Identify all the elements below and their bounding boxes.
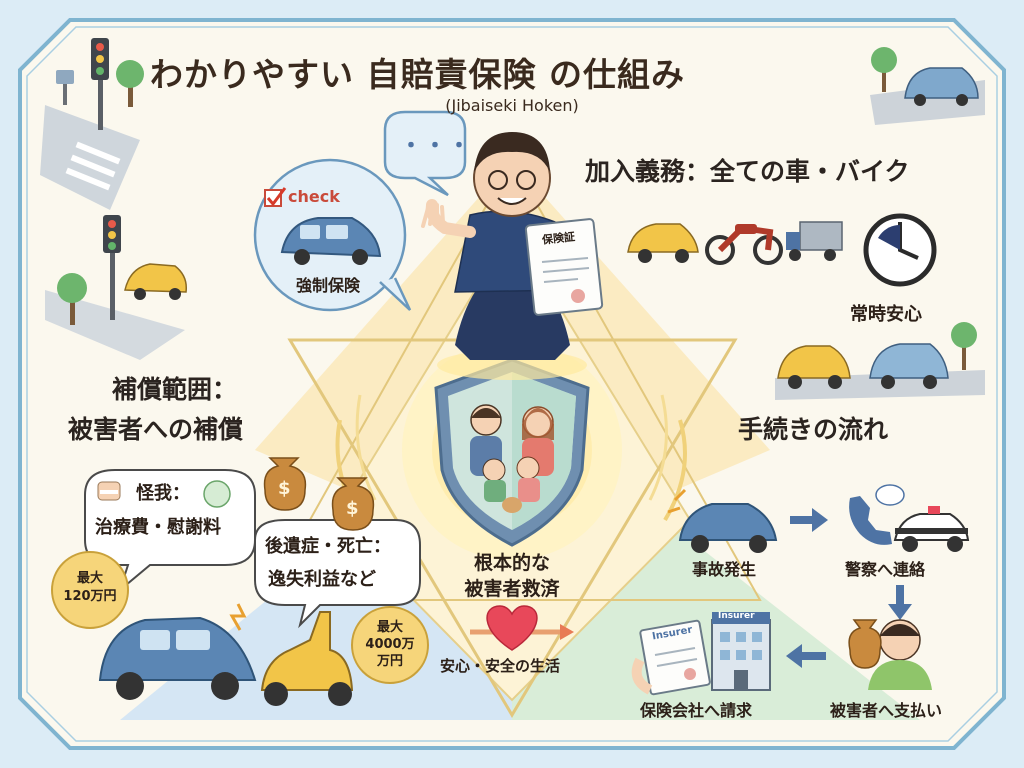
- injury-title: 怪我：: [136, 483, 190, 504]
- speech-dots: ・・・: [400, 134, 473, 159]
- relief-line1: 根本的な: [473, 552, 550, 574]
- left-traffic-scene-icon: [45, 215, 188, 360]
- limit-badge-large: [351, 606, 429, 684]
- procedure-heading: 手続きの流れ: [738, 415, 889, 444]
- arrow-right-icon: [790, 508, 828, 532]
- compulsory-label: 強制保険: [296, 276, 361, 295]
- page-title: わかりやすい 自賠責保険 の仕組み: [150, 55, 685, 94]
- claim-documents-icon: [631, 619, 711, 696]
- money-symbol-1: $: [278, 478, 291, 499]
- check-label: check: [288, 187, 340, 206]
- injury-limit-line1: 最大: [76, 571, 103, 586]
- step-claim: 保険会社へ請求: [640, 701, 753, 720]
- compulsory-bubble: [253, 158, 412, 312]
- phone-icon: [849, 484, 905, 545]
- death-limit-line2: 4000万: [365, 637, 415, 652]
- death-limit-line3: 万円: [376, 654, 403, 669]
- recipient-person-icon: [848, 619, 932, 690]
- arrow-down-icon: [888, 585, 912, 620]
- police-car-icon: [893, 506, 970, 552]
- clock-moon-icon: [863, 205, 946, 287]
- injury-detail: 治療費・慰謝料: [95, 517, 221, 538]
- death-bubble: [254, 519, 421, 629]
- always-safe-scene-icon: [775, 322, 985, 400]
- page-subtitle: (Jibaiseki Hoken): [445, 96, 579, 115]
- insurer-building-label: Insurer: [718, 611, 755, 621]
- relief-line2: 被害者救済: [464, 578, 560, 600]
- step-payment: 被害者へ支払い: [830, 701, 943, 720]
- crosswalk-scene-icon: [40, 38, 144, 210]
- accident-vehicles-icon: [98, 603, 354, 706]
- money-bag-icon: [263, 457, 375, 531]
- limit-badge-small: [51, 551, 129, 629]
- accident-car-icon: [667, 488, 778, 553]
- safe-life-label: 安心・安全の生活: [440, 657, 561, 675]
- money-symbol-2: $: [346, 498, 359, 519]
- card-inner-border: [26, 26, 998, 742]
- insurer-building-icon: [711, 612, 771, 691]
- death-detail: 逸失利益など: [268, 569, 376, 590]
- step-accident: 事故発生: [692, 560, 757, 579]
- family-shield-icon: [434, 358, 590, 547]
- injury-limit-line2: 120万円: [63, 589, 117, 604]
- always-safe-label: 常時安心: [850, 304, 922, 325]
- death-limit-line1: 最大: [376, 620, 403, 635]
- coverage-heading-line1: 補償範囲：: [112, 375, 238, 404]
- star-triangle-up: [263, 157, 762, 601]
- insurance-certificate-icon: [524, 218, 604, 316]
- speech-bubble-icon: [383, 110, 467, 197]
- certificate-label: 保険証: [541, 230, 576, 247]
- top-right-street-icon: [870, 47, 985, 125]
- duty-heading: 加入義務：全ての車・バイク: [585, 157, 910, 186]
- step-police: 警察へ連絡: [845, 560, 926, 579]
- heart-icon: [470, 605, 574, 651]
- death-title: 後遺症・死亡：: [265, 536, 391, 557]
- coverage-heading-line2: 被害者への補償: [68, 415, 244, 444]
- vehicle-row-icon: [627, 221, 843, 265]
- arrow-left-icon: [786, 644, 826, 668]
